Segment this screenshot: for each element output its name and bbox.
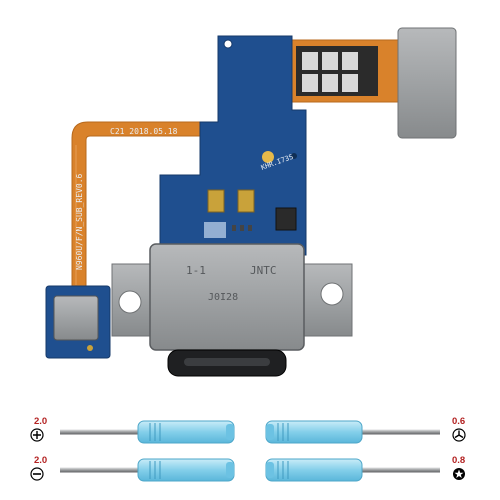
date-marking: C21 2018.05.18 [110, 127, 178, 136]
tri-wing-icon [452, 428, 466, 442]
screwdriver-tri-wing [265, 420, 440, 444]
screwdriver-phillips [60, 420, 235, 444]
screwdriver-handle [265, 458, 363, 482]
board-connector [296, 27, 457, 139]
screwdriver-handle [265, 420, 363, 444]
port-marking-left: 1-1 [186, 264, 206, 277]
screwdriver-shaft [360, 467, 440, 473]
gold-pad [237, 189, 255, 213]
usb-c-port [149, 243, 305, 377]
screwdriver-shaft [60, 467, 140, 473]
pentalobe-icon [453, 468, 465, 480]
gold-pad [207, 189, 225, 213]
size-label-3: 2.0 [34, 455, 48, 466]
screwdriver-pentalobe [265, 458, 440, 482]
screwdriver-flathead [60, 458, 235, 482]
size-label-2: 0.6 [452, 416, 466, 427]
screwdriver-handle [137, 458, 235, 482]
model-marking: N960U/F/N_SUB_REV0.6 [75, 173, 84, 270]
flathead-icon [30, 467, 44, 481]
port-marking-center: J0I28 [208, 292, 238, 303]
port-marking-right: JNTC [250, 264, 277, 277]
phillips-icon [30, 428, 44, 442]
screwdriver-shaft [60, 429, 140, 435]
screwdriver-shaft [360, 429, 440, 435]
screwdriver-handle [137, 420, 235, 444]
ic-chip [275, 207, 297, 231]
size-label-4: 0.8 [452, 455, 466, 466]
microphone-board [45, 285, 111, 359]
size-label-1: 2.0 [34, 416, 48, 427]
